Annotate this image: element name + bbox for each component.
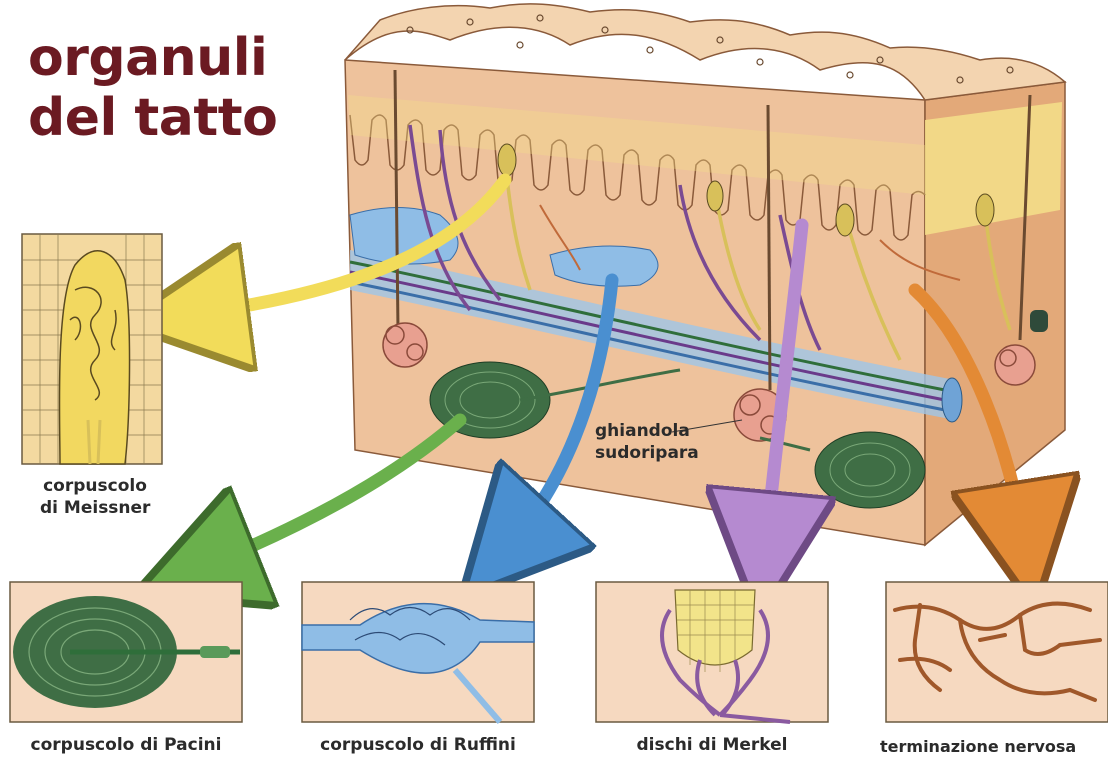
skin-block bbox=[345, 4, 1065, 545]
title-line-1: organuli bbox=[28, 28, 308, 88]
page-title: organuli del tatto bbox=[28, 28, 308, 148]
label-sweat-gland-line-1: ghiandola bbox=[595, 420, 685, 442]
title-line-2: del tatto bbox=[28, 88, 308, 148]
label-pacini: corpuscolo di Pacini bbox=[10, 734, 242, 756]
label-nerve-ending: terminazione nervosa bbox=[880, 736, 1108, 758]
label-meissner-line-2: di Meissner bbox=[40, 497, 150, 519]
label-merkel: dischi di Merkel bbox=[596, 734, 828, 756]
label-meissner: corpuscolo di Meissner bbox=[40, 475, 150, 519]
pacini-panel bbox=[10, 582, 242, 722]
merkel-panel bbox=[596, 582, 828, 722]
label-sweat-gland-line-2: sudoripara bbox=[595, 442, 685, 464]
label-meissner-line-1: corpuscolo bbox=[40, 475, 150, 497]
ruffini-panel bbox=[302, 582, 534, 722]
meissner-panel bbox=[22, 234, 162, 464]
label-sweat-gland: ghiandola sudoripara bbox=[595, 420, 685, 464]
label-ruffini: corpuscolo di Ruffini bbox=[302, 734, 534, 756]
hair-muscle bbox=[1030, 310, 1048, 332]
nerve-ending-panel bbox=[886, 582, 1108, 722]
